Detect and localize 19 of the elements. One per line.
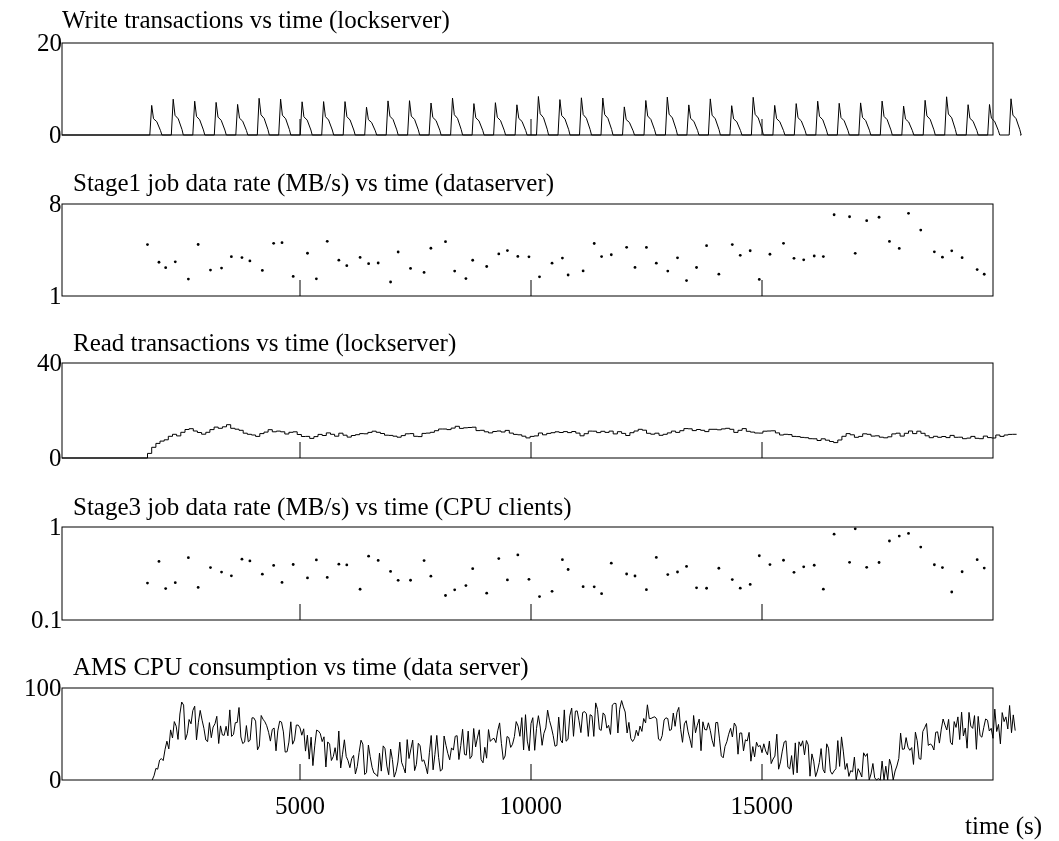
axis-tick-label: 10000	[499, 792, 562, 820]
chart-title: Stage3 job data rate (MB/s) vs time (CPU clients)	[73, 493, 572, 521]
chart-title: Read transactions vs time (lockserver)	[73, 329, 457, 357]
axis-tick-label: 15000	[730, 792, 793, 820]
chart-title: Stage1 job data rate (MB/s) vs time (dataserver)	[73, 169, 555, 197]
chart-title: AMS CPU consumption vs time (data server)	[73, 653, 529, 681]
chart-title: Write transactions vs time (lockserver)	[62, 6, 450, 34]
axis-tick-label: 5000	[275, 792, 325, 820]
axis-tick-label: 1	[49, 282, 62, 310]
axis-tick-label: 0	[49, 121, 62, 149]
axis-title: time (s)	[965, 812, 1043, 840]
axis-tick-label: 0	[49, 444, 62, 472]
axis-tick-label: 40	[37, 349, 62, 377]
axis-tick-label: 0.1	[31, 606, 63, 634]
axis-tick-label: 0	[49, 766, 62, 794]
axis-tick-label: 8	[49, 190, 62, 218]
axis-tick-label: 1	[49, 513, 62, 541]
axis-tick-label: 100	[24, 674, 62, 702]
axis-tick-label: 20	[37, 29, 62, 57]
